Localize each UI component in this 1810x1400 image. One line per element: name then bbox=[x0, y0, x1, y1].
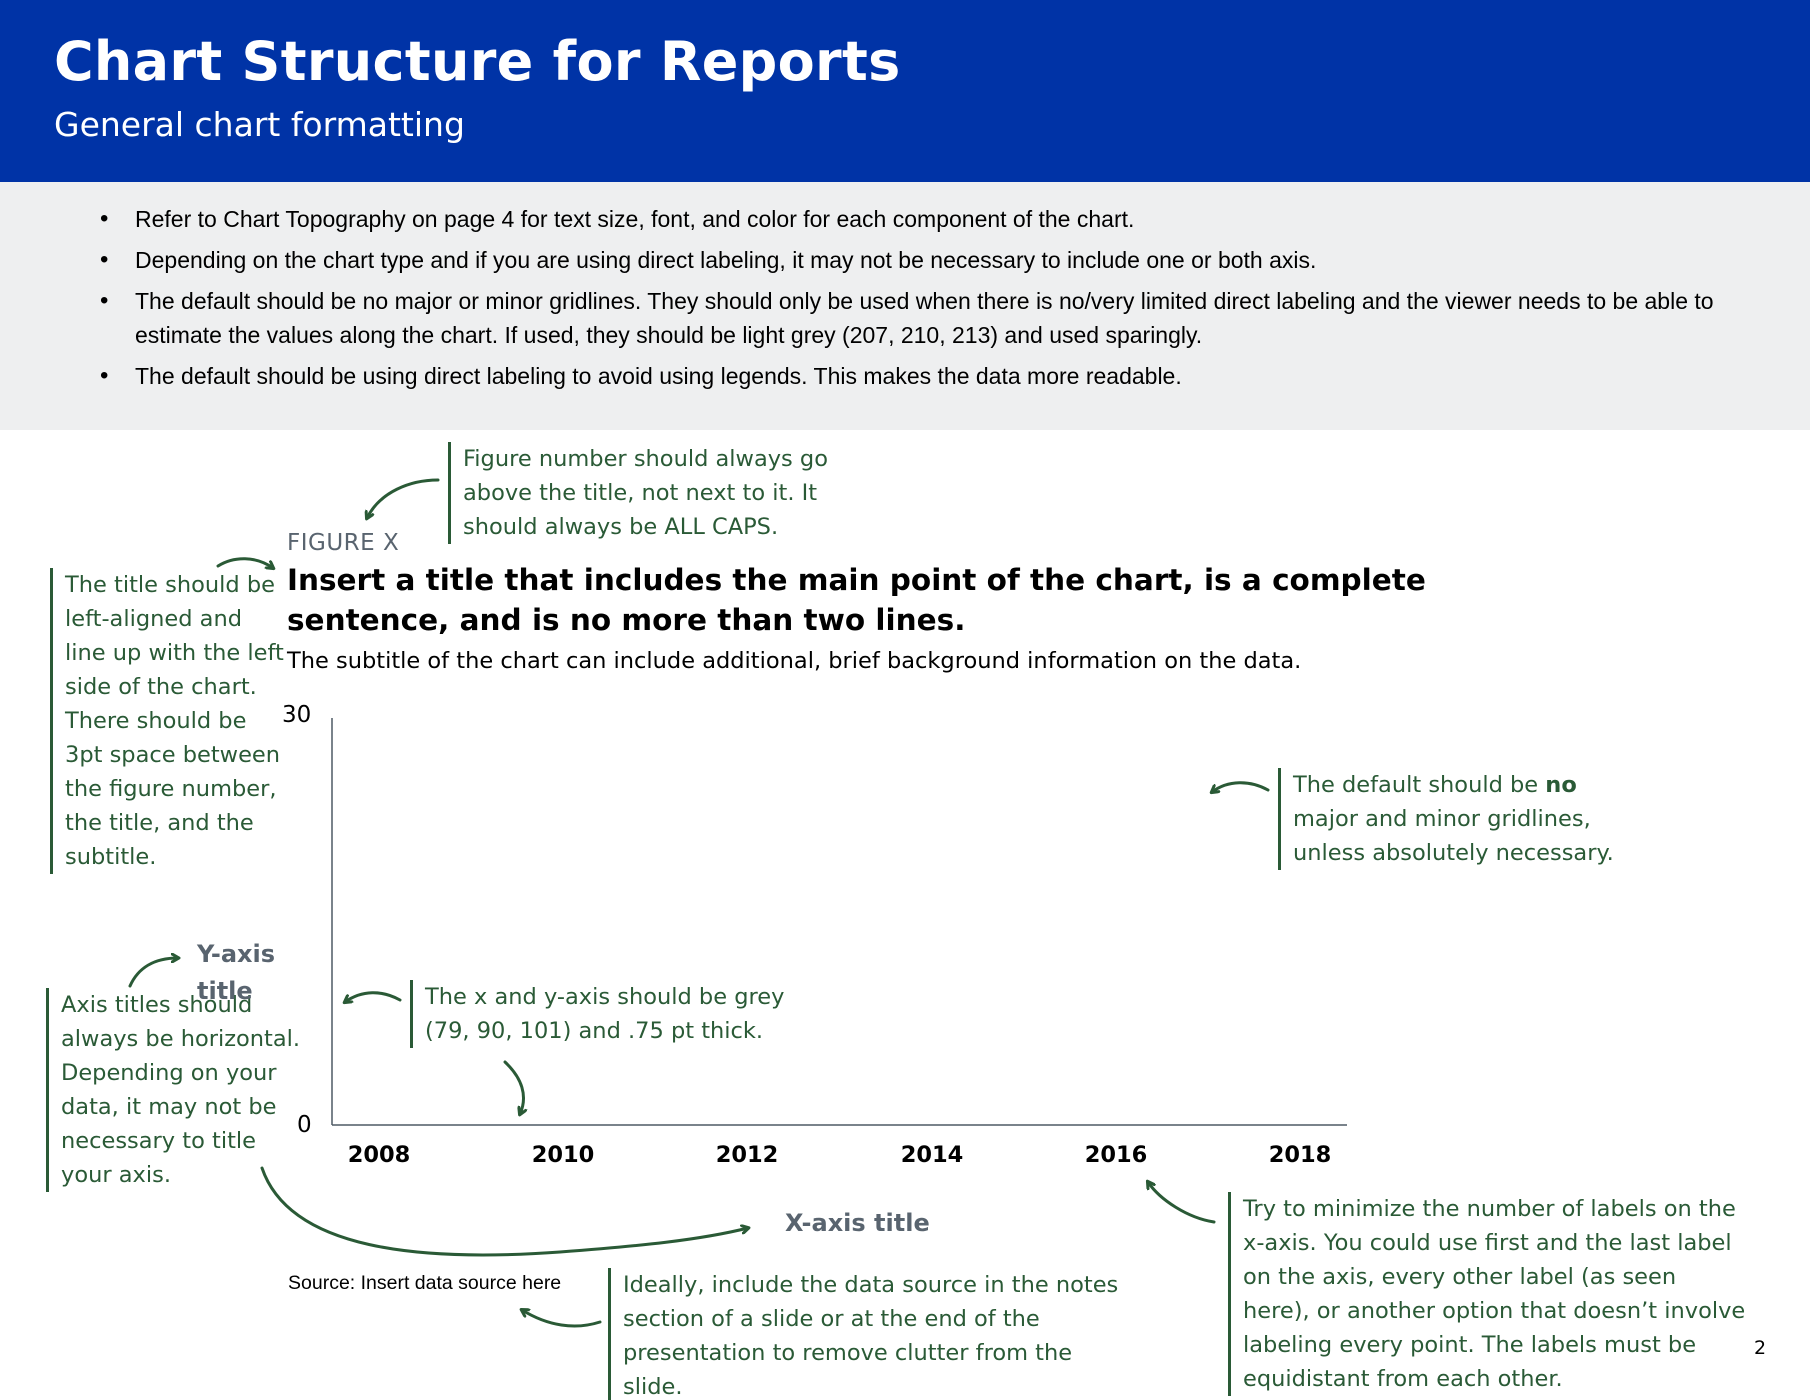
note-text: Ideally, include the data source in the … bbox=[623, 1272, 1119, 1400]
page-number: 2 bbox=[1754, 1337, 1767, 1359]
guideline-item: The default should be no major or minor … bbox=[100, 284, 1740, 352]
guidelines-panel: Refer to Chart Topography on page 4 for … bbox=[0, 182, 1810, 430]
guidelines-list: Refer to Chart Topography on page 4 for … bbox=[100, 202, 1740, 400]
note-emphasis: no bbox=[1545, 772, 1577, 798]
x-tick-label: 2014 bbox=[900, 1142, 964, 1168]
chart-subtitle: The subtitle of the chart can include ad… bbox=[287, 648, 1302, 674]
arrow-icon bbox=[345, 991, 402, 1002]
arrow-icon bbox=[1212, 781, 1270, 792]
note-data-source: Ideally, include the data source in the … bbox=[608, 1268, 1128, 1400]
x-tick-label: 2018 bbox=[1268, 1142, 1332, 1168]
guideline-item: Refer to Chart Topography on page 4 for … bbox=[100, 202, 1740, 236]
page-title: Chart Structure for Reports bbox=[54, 30, 901, 93]
x-tick-label: 2010 bbox=[531, 1142, 595, 1168]
note-axis-titles: Axis titles should always be horizontal.… bbox=[46, 988, 306, 1192]
guideline-item: The default should be using direct label… bbox=[100, 359, 1740, 393]
arrow-icon bbox=[216, 557, 273, 568]
x-tick-label: 2008 bbox=[347, 1142, 411, 1168]
x-axis-title: X-axis title bbox=[785, 1209, 930, 1237]
arrow-icon bbox=[128, 958, 178, 988]
figure-label: FIGURE X bbox=[287, 530, 400, 556]
note-title-alignment: The title should be left-aligned and lin… bbox=[50, 568, 284, 874]
note-text: Figure number should always go above the… bbox=[463, 446, 828, 540]
arrow-icon bbox=[1148, 1182, 1216, 1224]
source-line: Source: Insert data source here bbox=[288, 1272, 561, 1295]
y-tick-label: 30 bbox=[282, 702, 312, 728]
arrow-icon bbox=[503, 1060, 524, 1114]
note-text: The default should be bbox=[1293, 772, 1546, 798]
note-text: The title should be left-aligned and lin… bbox=[65, 572, 284, 870]
arrow-icon bbox=[367, 478, 440, 518]
x-tick-label: 2012 bbox=[715, 1142, 779, 1168]
note-axis-style: The x and y-axis should be grey (79, 90,… bbox=[410, 980, 790, 1048]
source-prefix: Source: bbox=[288, 1272, 356, 1294]
page-subtitle: General chart formatting bbox=[54, 105, 465, 144]
note-text: Axis titles should always be horizontal.… bbox=[61, 992, 301, 1188]
source-text: Insert data source here bbox=[355, 1272, 562, 1294]
guideline-item: Depending on the chart type and if you a… bbox=[100, 243, 1740, 277]
arrow-icon bbox=[260, 1166, 748, 1257]
x-tick-label: 2016 bbox=[1084, 1142, 1148, 1168]
note-text: The x and y-axis should be grey (79, 90,… bbox=[425, 984, 785, 1044]
note-figure-number: Figure number should always go above the… bbox=[448, 442, 828, 544]
arrow-icon bbox=[522, 1310, 602, 1328]
note-gridlines: The default should be no major and minor… bbox=[1278, 768, 1638, 870]
page-header: Chart Structure for Reports General char… bbox=[0, 0, 1810, 182]
note-text: Try to minimize the number of labels on … bbox=[1243, 1196, 1746, 1392]
chart-title: Insert a title that includes the main po… bbox=[287, 563, 1426, 637]
y-tick-label: 0 bbox=[297, 1112, 312, 1138]
note-x-labels: Try to minimize the number of labels on … bbox=[1228, 1192, 1748, 1396]
note-text: major and minor gridlines, unless absolu… bbox=[1293, 806, 1614, 866]
y-axis-title: Y-axis title bbox=[197, 940, 275, 1005]
